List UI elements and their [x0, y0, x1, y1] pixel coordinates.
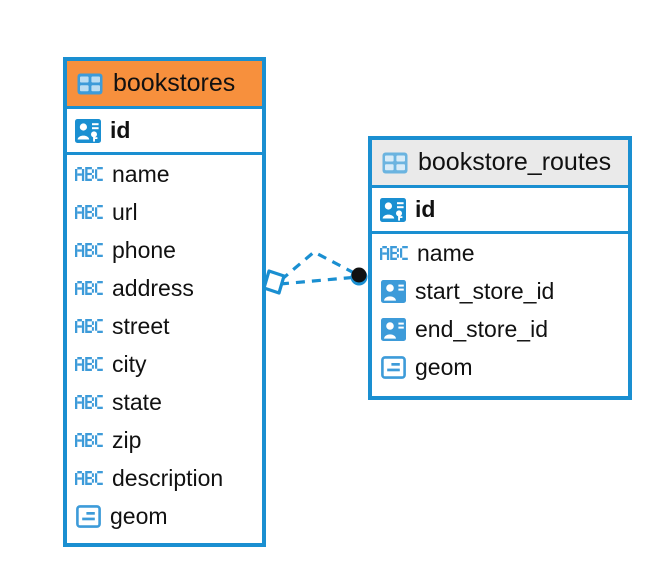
abc-text-icon [75, 313, 103, 339]
foreign-key-icon [380, 316, 406, 342]
field-list-bookstores: id nam [67, 109, 262, 535]
field-label: city [112, 350, 147, 377]
field-label: end_store_id [415, 315, 548, 342]
field-row-id[interactable]: id [372, 188, 628, 234]
entity-header-bookstore-routes[interactable]: bookstore_routes [372, 140, 628, 188]
field-row-url[interactable]: url [67, 193, 262, 231]
field-row-zip[interactable]: zip [67, 421, 262, 459]
field-row-geom[interactable]: geom [67, 497, 262, 535]
field-row-end-store-id[interactable]: end_store_id [372, 310, 628, 348]
field-label: zip [112, 426, 142, 453]
entity-bookstore-routes[interactable]: bookstore_routes id [368, 136, 632, 400]
field-label: phone [112, 236, 176, 263]
relationship-line-middle [279, 275, 359, 286]
abc-text-icon [75, 351, 103, 377]
abc-text-icon [380, 240, 408, 266]
geometry-icon [380, 354, 406, 380]
table-grid-icon [77, 71, 103, 97]
abc-text-icon [75, 427, 103, 453]
field-label: state [112, 388, 162, 415]
geometry-icon [75, 503, 101, 529]
abc-text-icon [75, 275, 103, 301]
field-label: address [112, 274, 194, 301]
primary-key-icon [380, 197, 406, 223]
relationship-lines [279, 250, 359, 286]
primary-key-icon [75, 118, 101, 144]
entity-title: bookstores [113, 69, 236, 97]
field-label: start_store_id [415, 277, 555, 304]
field-label: name [417, 239, 475, 266]
field-label: description [112, 464, 224, 491]
field-row-city[interactable]: city [67, 345, 262, 383]
abc-text-icon [75, 237, 103, 263]
field-label: geom [415, 353, 473, 380]
abc-text-icon [75, 389, 103, 415]
field-label: street [112, 312, 170, 339]
field-label: name [112, 160, 170, 187]
field-label: id [110, 117, 131, 143]
abc-text-icon [75, 161, 103, 187]
field-row-name[interactable]: name [372, 234, 628, 272]
field-row-address[interactable]: address [67, 269, 262, 307]
entity-title: bookstore_routes [418, 148, 612, 176]
field-row-phone[interactable]: phone [67, 231, 262, 269]
relationship-line-upper [279, 250, 359, 282]
field-row-street[interactable]: street [67, 307, 262, 345]
entity-header-bookstores[interactable]: bookstores [67, 61, 262, 109]
field-row-geom[interactable]: geom [372, 348, 628, 386]
field-label: url [112, 198, 138, 225]
field-row-name[interactable]: name [67, 155, 262, 193]
field-label: geom [110, 502, 168, 529]
abc-text-icon [75, 465, 103, 491]
diamond-outline-marker [262, 269, 286, 295]
field-row-id[interactable]: id [67, 109, 262, 155]
foreign-key-icon [380, 278, 406, 304]
field-row-state[interactable]: state [67, 383, 262, 421]
entity-bookstores[interactable]: bookstores id [63, 57, 266, 547]
field-list-bookstore-routes: id nam [372, 188, 628, 386]
filled-dot-marker [350, 267, 368, 286]
field-row-start-store-id[interactable]: start_store_id [372, 272, 628, 310]
field-row-description[interactable]: description [67, 459, 262, 497]
table-grid-icon [382, 150, 408, 176]
abc-text-icon [75, 199, 103, 225]
field-label: id [415, 196, 436, 222]
